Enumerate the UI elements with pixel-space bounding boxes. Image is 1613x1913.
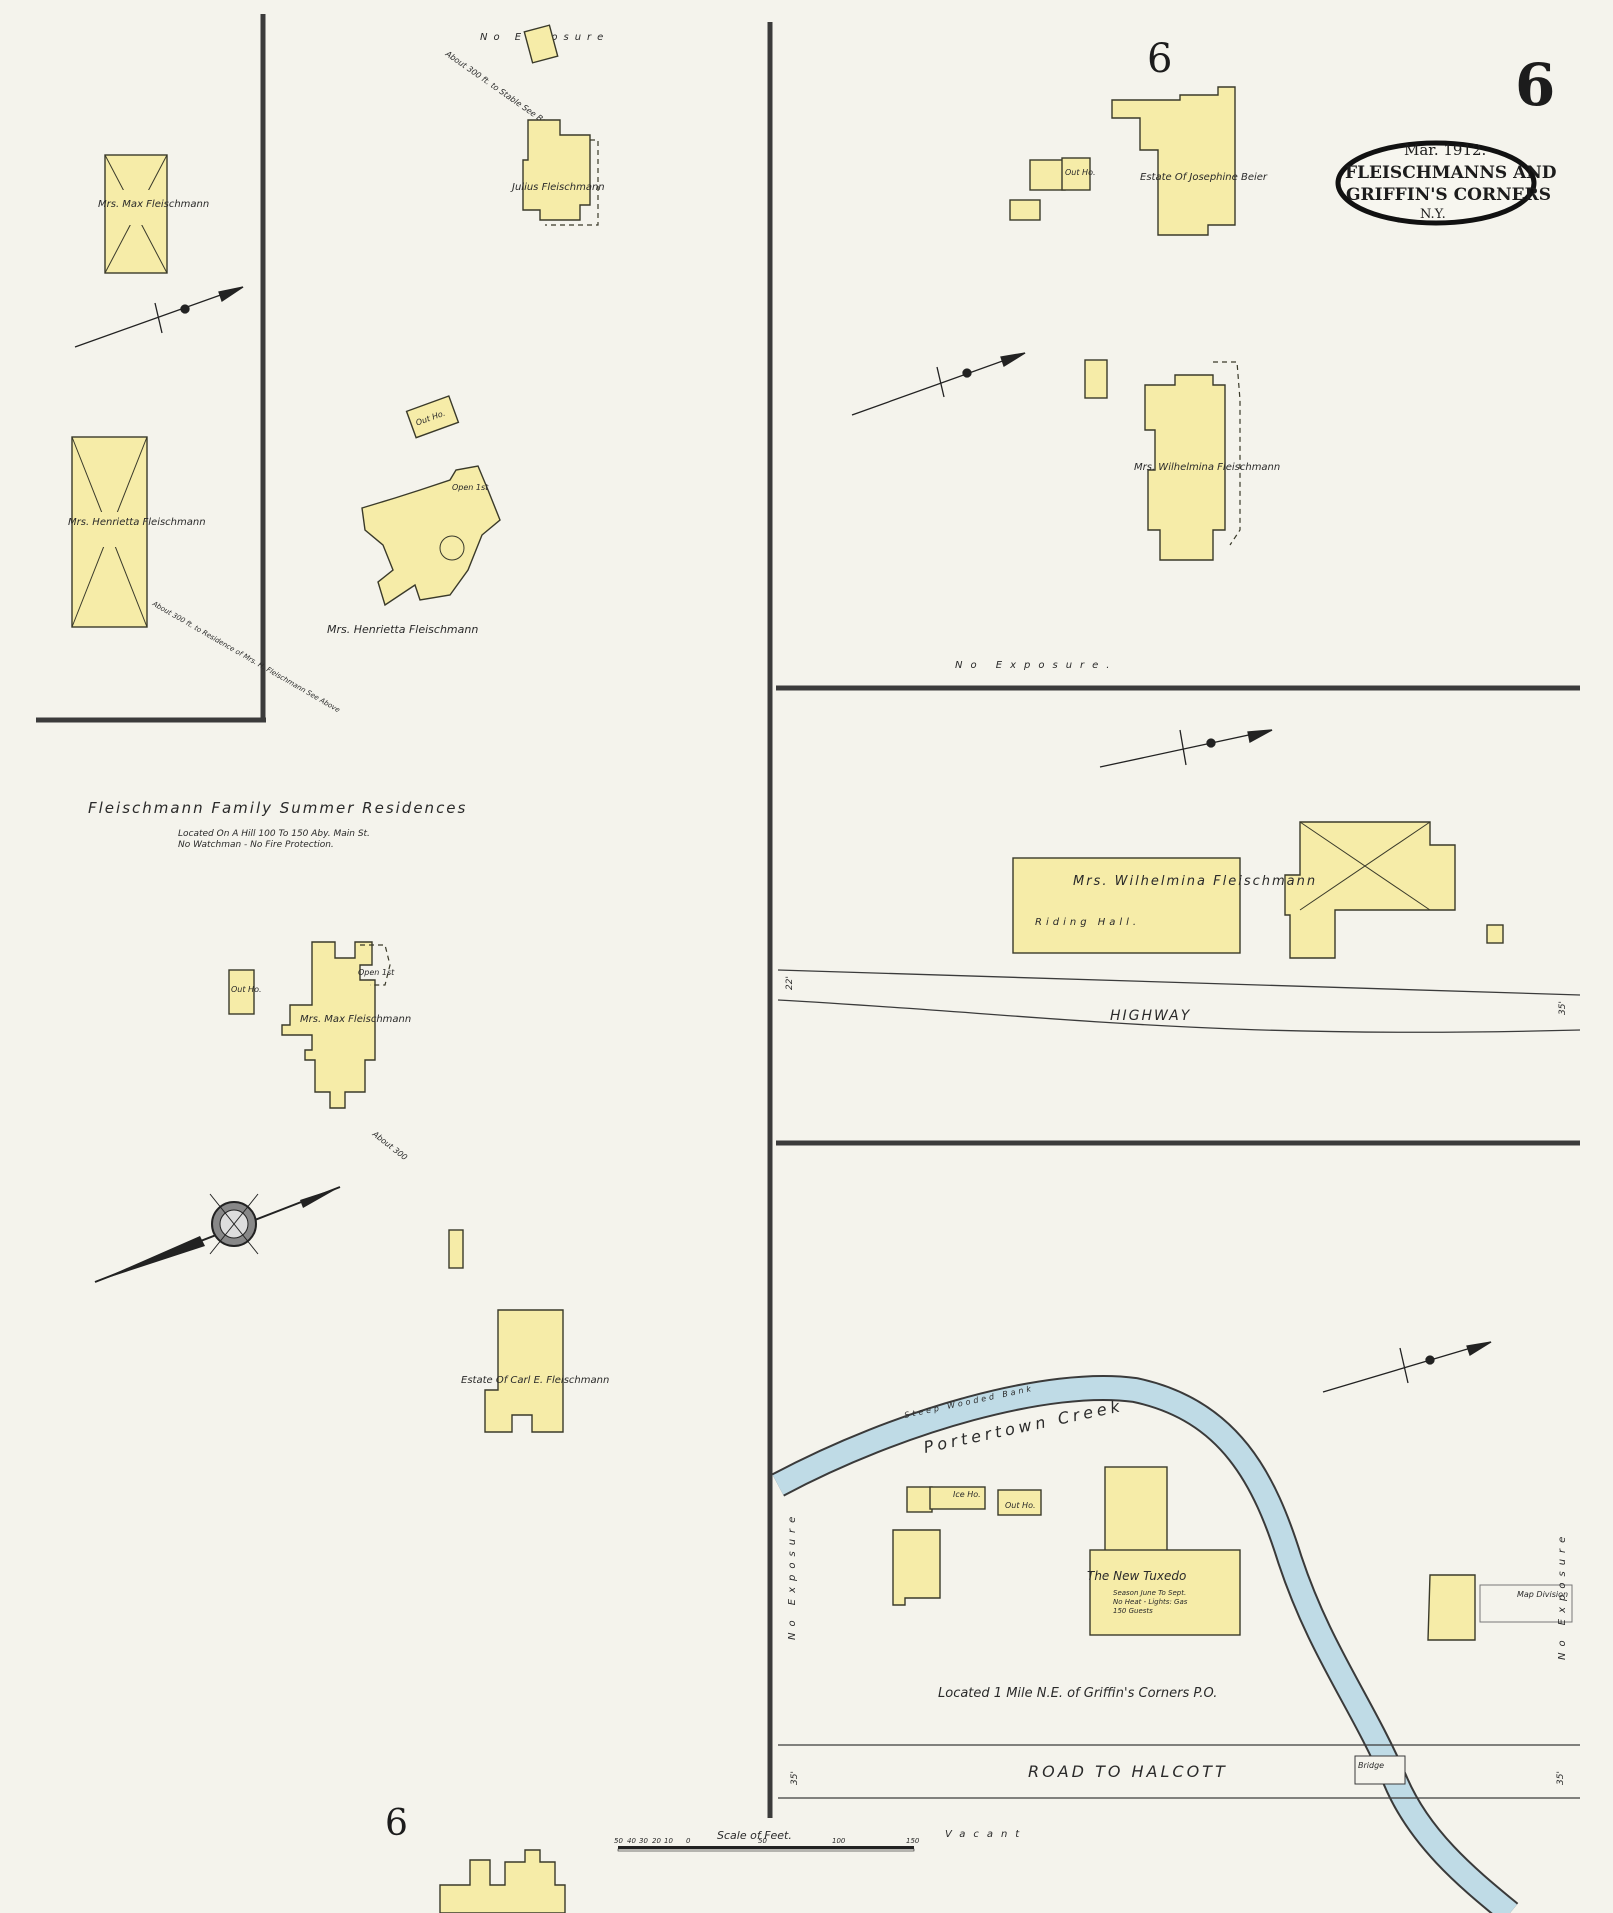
building bbox=[281, 941, 391, 1109]
compass-rose-icon bbox=[94, 1186, 341, 1283]
section-number-bottom: 6 bbox=[385, 1803, 408, 1844]
road-width-left: 35' bbox=[790, 1771, 800, 1785]
building-label-mrs-henrietta: Mrs. Henrietta Fleischmann bbox=[68, 517, 206, 528]
halcott-road-label: ROAD TO HALCOTT bbox=[1028, 1762, 1228, 1781]
building-label-mrs-max-lower: Mrs. Max Fleischmann bbox=[300, 1014, 411, 1025]
road-width-right: 35' bbox=[1558, 1001, 1568, 1015]
building bbox=[448, 1229, 464, 1269]
cartouche-line2: GRIFFIN'S CORNERS bbox=[1346, 185, 1551, 205]
section-number-top: 6 bbox=[1147, 36, 1172, 82]
building bbox=[104, 154, 168, 274]
creek-water bbox=[771, 1374, 1519, 1913]
title-cartouche: Mar. 1912. FLEISCHMANNS AND GRIFFIN'S CO… bbox=[1335, 140, 1557, 226]
building bbox=[1084, 359, 1108, 399]
cartouche-state: N.Y. bbox=[1420, 207, 1446, 222]
hotel-note-3: 150 Guests bbox=[1113, 1607, 1153, 1615]
north-arrow-icon bbox=[1322, 1341, 1492, 1393]
scale-tick-label: 20 bbox=[652, 1837, 661, 1845]
scale-tick-label: 30 bbox=[639, 1837, 648, 1845]
open-1st-label: Open 1st bbox=[358, 968, 395, 977]
building bbox=[71, 436, 148, 628]
building bbox=[439, 1849, 566, 1913]
page-number: 6 bbox=[1515, 51, 1555, 119]
scale-tick-label: 40 bbox=[627, 1837, 636, 1845]
panel-subheading-1: Located On A Hill 100 To 150 Aby. Main S… bbox=[178, 829, 370, 839]
building-label-mrs-max: Mrs. Max Fleischmann bbox=[98, 199, 209, 210]
hotel-note-1: Season June To Sept. bbox=[1113, 1589, 1186, 1597]
highway-road bbox=[777, 969, 1581, 1033]
panel-subheading-2: No Watchman - No Fire Protection. bbox=[178, 840, 334, 850]
highway-label: HIGHWAY bbox=[1110, 1008, 1191, 1024]
road-width-left: 22' bbox=[785, 976, 795, 990]
out-ho-label: Out Ho. bbox=[1065, 168, 1096, 177]
scale-tick-label: 0 bbox=[686, 1837, 691, 1845]
scale-tick-label: 100 bbox=[832, 1837, 846, 1845]
scale-tick-label: 10 bbox=[664, 1837, 673, 1845]
exposure-label: No Exposure. bbox=[955, 660, 1117, 671]
panel-dividers bbox=[36, 14, 1580, 1818]
location-note: Located 1 Mile N.E. of Griffin's Corners… bbox=[938, 1686, 1217, 1701]
scale-tick-label: 150 bbox=[906, 1837, 920, 1845]
hotel-note-2: No Heat - Lights: Gas bbox=[1113, 1598, 1188, 1606]
cartouche-line1: FLEISCHMANNS AND bbox=[1345, 163, 1557, 183]
building bbox=[1144, 361, 1241, 561]
building-label-henrietta-residence: Mrs. Henrietta Fleischmann bbox=[327, 623, 478, 636]
building-label-wilhelmina: Mrs. Wilhelmina Fleischmann bbox=[1134, 462, 1280, 473]
north-arrow-icon bbox=[74, 286, 244, 348]
building-label-carl: Estate Of Carl E. Fleischmann bbox=[461, 1375, 609, 1386]
cartouche-date: Mar. 1912. bbox=[1404, 141, 1486, 159]
scale-bar bbox=[617, 1846, 915, 1852]
building bbox=[523, 24, 559, 64]
building bbox=[361, 465, 501, 607]
ice-ho-label: Ice Ho. bbox=[953, 1490, 981, 1499]
road-width-right: 35' bbox=[1556, 1771, 1566, 1785]
building bbox=[405, 395, 460, 439]
exposure-right-label: No Exposure bbox=[1557, 1531, 1568, 1660]
building bbox=[1111, 86, 1236, 236]
scale-tick-label: 50 bbox=[614, 1837, 623, 1845]
scale-label: Scale of Feet. bbox=[717, 1829, 792, 1842]
building bbox=[1012, 821, 1504, 959]
bridge-label: Bridge bbox=[1358, 1761, 1384, 1770]
riding-hall-owner: Mrs. Wilhelmina Fleischmann bbox=[1073, 874, 1317, 889]
building bbox=[228, 969, 255, 1015]
panel-heading: Fleischmann Family Summer Residences bbox=[88, 799, 467, 817]
building bbox=[1009, 157, 1091, 221]
out-ho-label: Out Ho. bbox=[1005, 1501, 1036, 1510]
riding-hall-label: Riding Hall. bbox=[1035, 917, 1140, 928]
exposure-left-label: No Exposure bbox=[787, 1511, 798, 1640]
library-stamp bbox=[1479, 1584, 1573, 1623]
open-1st-label: Open 1st bbox=[452, 483, 489, 492]
building bbox=[892, 1466, 1476, 1641]
hotel-name: The New Tuxedo bbox=[1087, 1569, 1186, 1583]
vacant-label: Vacant bbox=[945, 1829, 1027, 1840]
note-henrietta: About 300 ft. to Residence of Mrs. H. Fl… bbox=[150, 599, 341, 714]
north-arrow-icon bbox=[851, 352, 1026, 416]
halcott-road bbox=[778, 1744, 1580, 1799]
about-300-label: About 300 bbox=[370, 1129, 409, 1162]
north-arrow-icon bbox=[1099, 729, 1273, 768]
building bbox=[484, 1309, 564, 1433]
building-label-julius: Julius Fleischmann bbox=[510, 182, 605, 193]
building bbox=[522, 119, 599, 226]
out-ho-label: Out Ho. bbox=[231, 985, 262, 994]
library-stamp-text: Map Division bbox=[1517, 1590, 1568, 1599]
scale-tick-label: 50 bbox=[758, 1837, 767, 1845]
building-label-beier: Estate Of Josephine Beier bbox=[1140, 172, 1268, 183]
